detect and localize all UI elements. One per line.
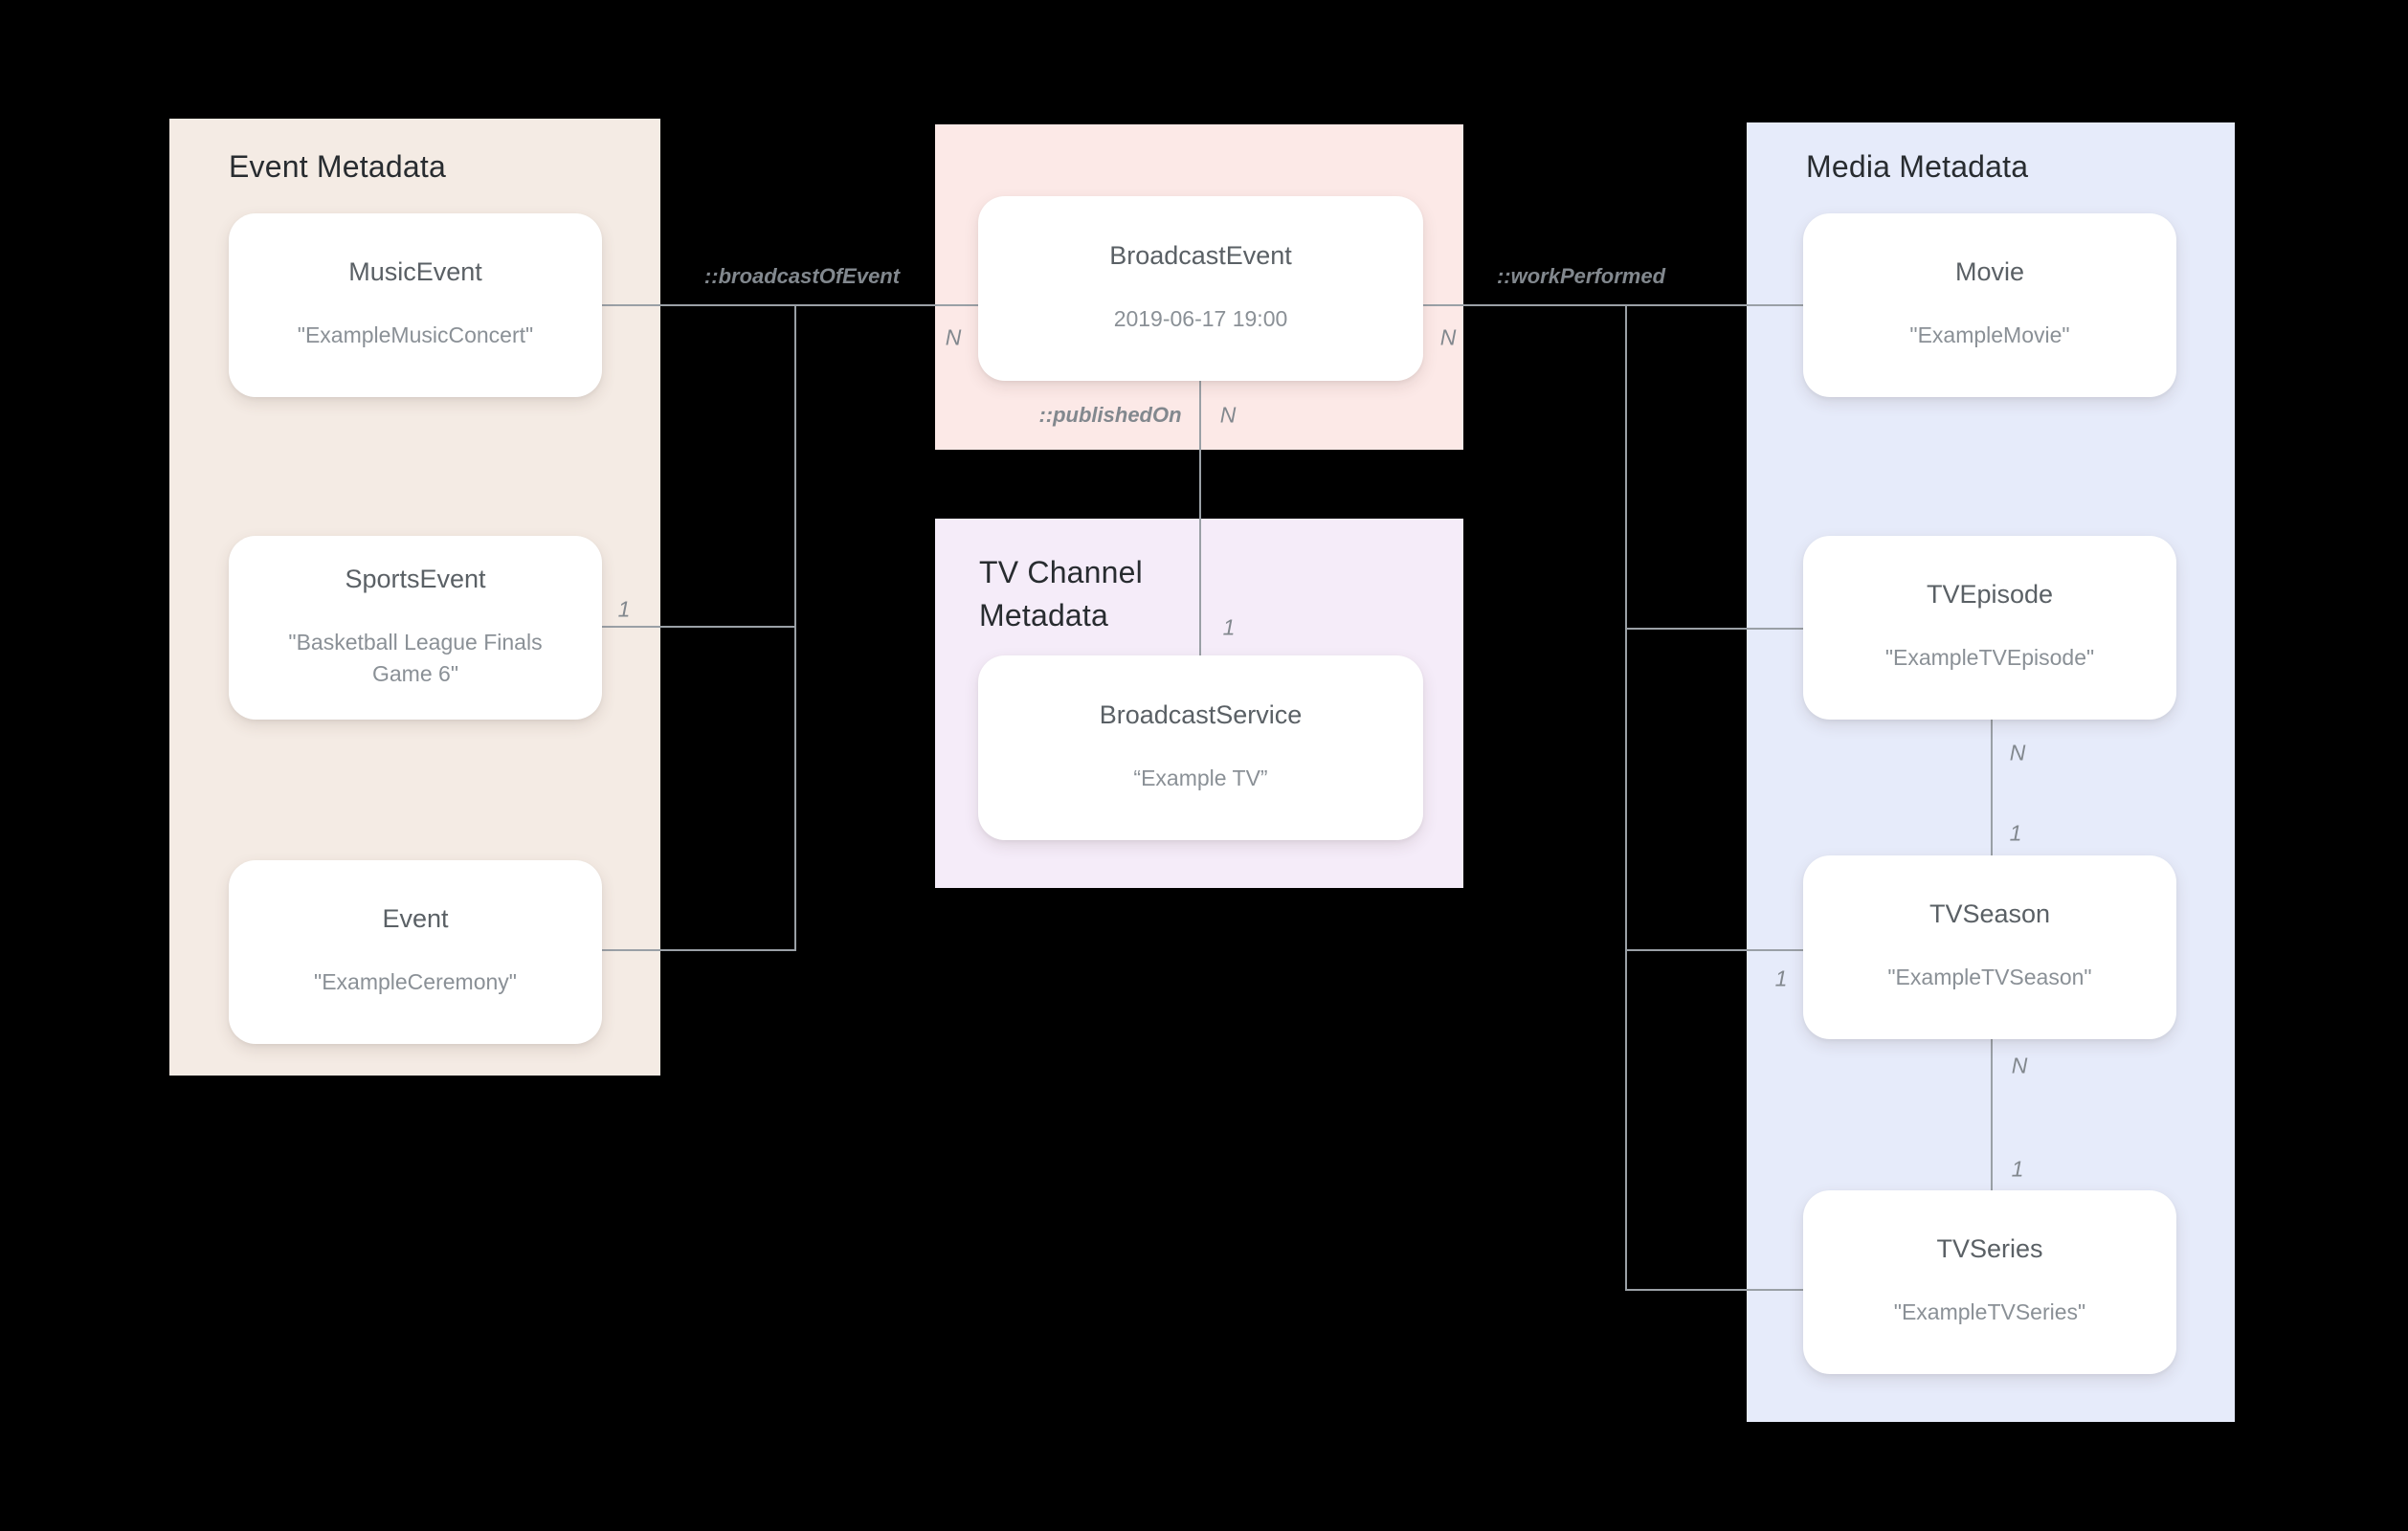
card-broadcast-service-title: BroadcastService: [1099, 699, 1303, 729]
card-tv-episode: TVEpisode "ExampleTVEpisode": [1803, 536, 2176, 720]
card-event-title: Event: [382, 904, 449, 934]
card-tv-season: TVSeason "ExampleTVSeason": [1803, 855, 2176, 1039]
card-tv-episode-title: TVEpisode: [1926, 580, 2054, 610]
card-tv-season-value: "ExampleTVSeason": [1887, 965, 2092, 990]
cardinality-broadcast-event-bottom: N: [1219, 402, 1237, 428]
cardinality-broadcast-event-right: N: [1439, 324, 1457, 350]
connector-tvseason-tvseries: [1991, 1039, 1993, 1190]
connector-event-branch: [602, 949, 796, 951]
connector-musicevent-broadcastevent: [602, 304, 979, 306]
cardinality-sports-event: 1: [617, 596, 631, 622]
card-music-event: MusicEvent "ExampleMusicConcert": [229, 213, 602, 397]
card-broadcast-event: BroadcastEvent 2019-06-17 19:00: [978, 196, 1423, 381]
edge-label-broadcast-of-event: ::broadcastOfEvent: [703, 264, 901, 288]
cardinality-season-series-1: 1: [2011, 1156, 2024, 1182]
cardinality-broadcast-event-left: N: [945, 324, 962, 350]
panel-title-event-metadata: Event Metadata: [229, 149, 446, 184]
card-tv-season-title: TVSeason: [1929, 899, 2051, 929]
connector-tvseries-branch: [1625, 1289, 1803, 1291]
card-movie: Movie "ExampleMovie": [1803, 213, 2176, 397]
connector-sportsevent-branch: [602, 626, 796, 628]
panel-title-tv-channel-metadata: TV Channel Metadata: [979, 555, 1143, 633]
cardinality-broadcast-service-top: 1: [1222, 614, 1236, 640]
card-broadcast-service: BroadcastService “Example TV”: [978, 655, 1423, 840]
card-sports-event-title: SportsEvent: [345, 564, 486, 593]
connector-left-vertical: [794, 304, 796, 951]
connector-broadcastevent-movie: [1423, 304, 1804, 306]
edge-label-work-performed: ::workPerformed: [1496, 264, 1666, 288]
card-broadcast-service-value: “Example TV”: [1133, 765, 1268, 790]
card-tv-episode-value: "ExampleTVEpisode": [1884, 645, 2095, 671]
connector-tvepisode-branch: [1625, 628, 1803, 630]
card-tv-series-title: TVSeries: [1936, 1234, 2043, 1264]
card-event-value: "ExampleCeremony": [314, 969, 517, 995]
connector-tvseason-branch: [1625, 949, 1803, 951]
card-event: Event "ExampleCeremony": [229, 860, 602, 1044]
panel-title-media-metadata: Media Metadata: [1806, 149, 2029, 184]
connector-tvepisode-tvseason: [1991, 720, 1993, 855]
cardinality-tv-season-left: 1: [1774, 965, 1788, 991]
card-sports-event: SportsEvent "Basketball League Finals Ga…: [229, 536, 602, 720]
card-music-event-title: MusicEvent: [348, 257, 482, 287]
card-movie-title: Movie: [1954, 257, 2025, 287]
card-broadcast-event-title: BroadcastEvent: [1109, 240, 1292, 270]
cardinality-season-series-n: N: [2011, 1053, 2028, 1078]
cardinality-episode-season-1: 1: [2009, 820, 2022, 846]
edge-label-published-on: ::publishedOn: [1038, 403, 1182, 427]
card-tv-series-value: "ExampleTVSeries": [1893, 1299, 2086, 1325]
card-movie-value: "ExampleMovie": [1909, 322, 2070, 348]
card-tv-series: TVSeries "ExampleTVSeries": [1803, 1190, 2176, 1374]
card-broadcast-event-value: 2019-06-17 19:00: [1113, 305, 1288, 331]
card-music-event-value: "ExampleMusicConcert": [297, 322, 534, 348]
card-sports-event-value: "Basketball League Finals Game 6": [288, 629, 543, 686]
cardinality-episode-season-n: N: [2009, 740, 2026, 766]
connector-broadcastevent-broadcastservice: [1199, 381, 1201, 655]
connector-right-vertical: [1625, 304, 1627, 1291]
